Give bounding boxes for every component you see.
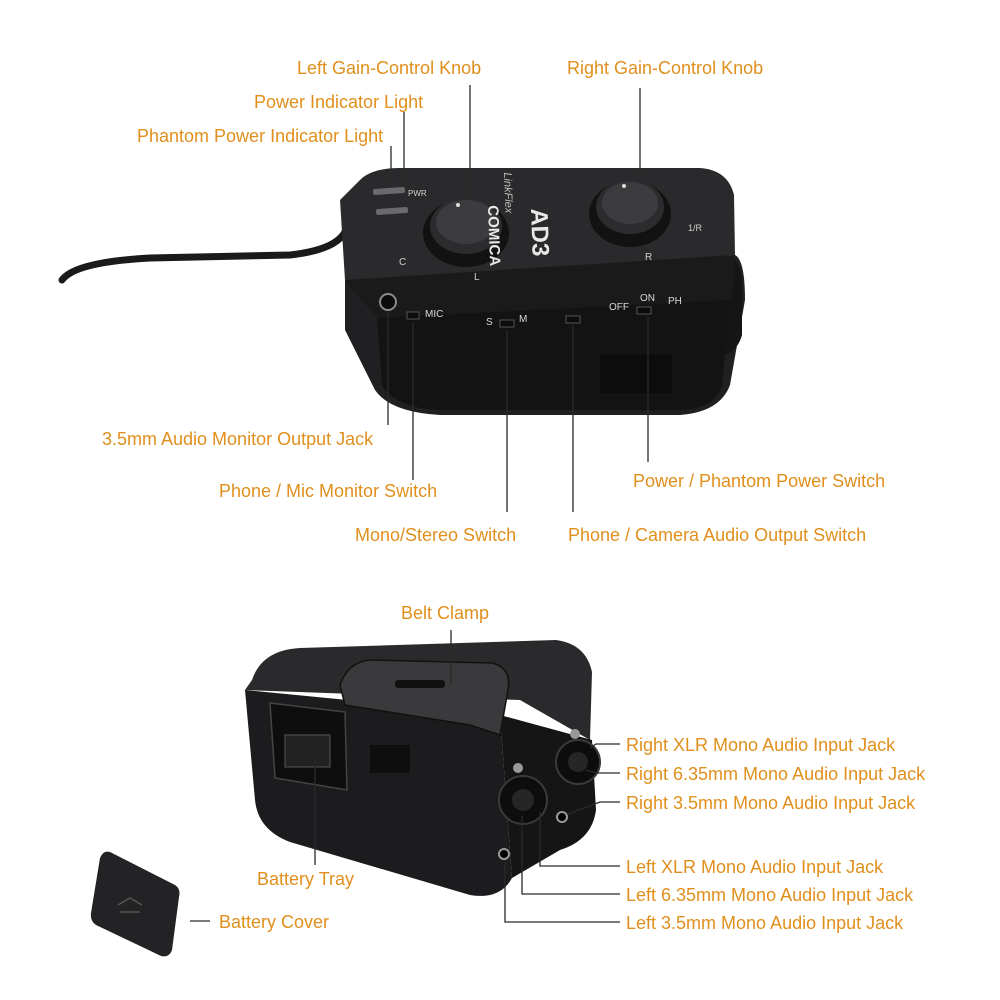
knob-right-mark: R [645,252,653,263]
label-power-indicator: Power Indicator Light [254,92,424,112]
label-monitor-jack: 3.5mm Audio Monitor Output Jack [102,429,374,449]
m-mark: M [519,314,528,325]
battery-cover [90,851,180,957]
label-phone-mic-switch: Phone / Mic Monitor Switch [219,481,438,501]
phantom-indicator-light [372,187,406,195]
knob-left-mark: L [474,272,480,283]
left-xlr-jack [498,763,548,825]
device-model-text: AD3 [525,207,554,257]
label-left-gain-knob: Left Gain-Control Knob [297,58,482,78]
right-side-mark: 1/R [688,223,703,233]
pwr-mark: PWR [408,189,427,198]
label-belt-clamp: Belt Clamp [401,603,490,623]
right-35mm-jack [556,811,568,823]
right-gain-knob [589,180,671,247]
label-right-xlr: Right XLR Mono Audio Input Jack [626,735,896,755]
bottom-device [90,640,601,957]
label-right-35: Right 3.5mm Mono Audio Input Jack [626,793,916,813]
left-gain-knob [423,198,509,267]
output-switch [565,315,581,324]
belt-clamp-slot [395,680,445,688]
label-battery-cover: Battery Cover [219,912,330,932]
top-leader-lines [387,85,649,512]
on-mark: ON [640,293,655,304]
mic-mark: MIC [425,309,444,320]
label-output-switch: Phone / Camera Audio Output Switch [568,525,867,545]
phone-mic-switch [406,311,420,320]
left-c-mark: C [399,257,407,268]
device-series-text: LinkFlex [501,172,515,214]
left-35mm-jack [498,848,510,860]
label-left-35: Left 3.5mm Mono Audio Input Jack [626,913,904,933]
label-right-gain-knob: Right Gain-Control Knob [567,58,764,78]
label-left-635: Left 6.35mm Mono Audio Input Jack [626,885,914,905]
top-device [58,168,745,415]
label-power-switch: Power / Phantom Power Switch [633,471,886,491]
label-battery-tray: Battery Tray [257,869,355,889]
s-mark: S [486,317,493,328]
ph-mark: PH [668,296,682,307]
label-mono-stereo-switch: Mono/Stereo Switch [355,525,517,545]
cable [58,228,349,284]
off-mark: OFF [609,302,629,313]
label-right-635: Right 6.35mm Mono Audio Input Jack [626,764,926,784]
mono-stereo-switch [499,319,515,328]
right-xlr-jack [555,729,601,785]
device-front-face [345,255,735,318]
monitor-jack-port [379,293,397,311]
device-brand-text: COMICA [484,205,504,267]
bottom-leader-lines [190,630,620,923]
power-indicator-light [375,207,409,215]
label-left-xlr: Left XLR Mono Audio Input Jack [626,857,884,877]
belt-clamp [339,659,510,736]
power-switch [636,306,652,315]
label-phantom-indicator: Phantom Power Indicator Light [137,126,384,146]
device-recess [600,355,672,393]
